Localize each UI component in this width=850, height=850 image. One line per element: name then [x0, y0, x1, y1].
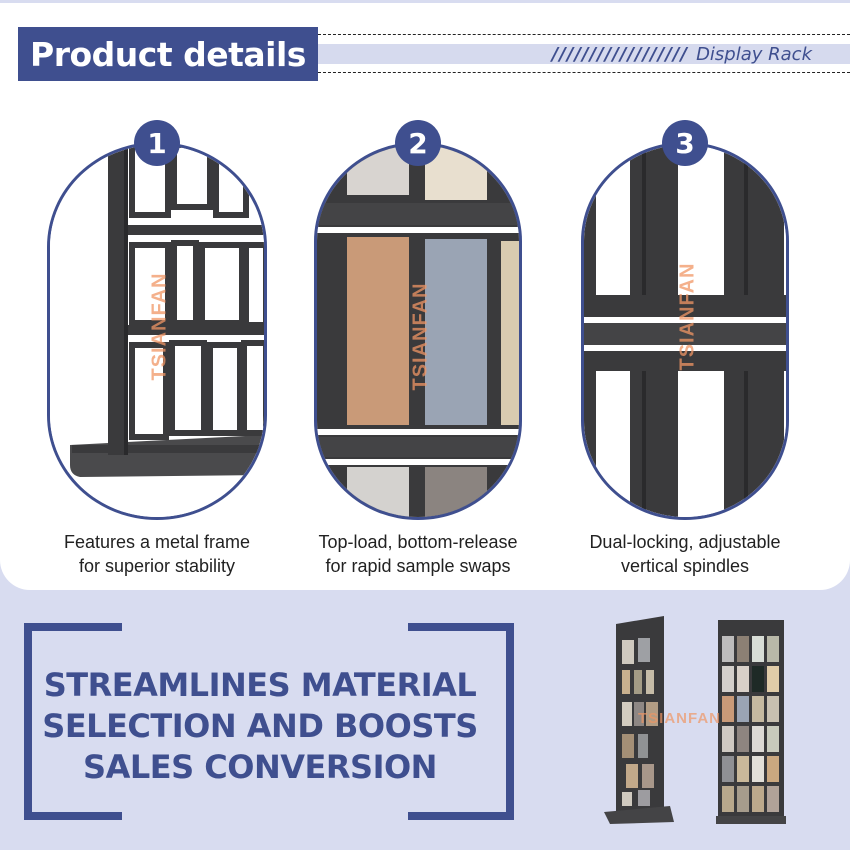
brand-watermark: TSIANFAN [148, 272, 171, 381]
slogan: STREAMLINES MATERIAL SELECTION AND BOOST… [42, 666, 478, 786]
feature-number-badge: 2 [395, 120, 441, 166]
brand-watermark: TSIANFAN [638, 710, 721, 727]
feature-caption: Features a metal frame for superior stab… [63, 532, 251, 576]
subtitle-text: Display Rack [696, 43, 812, 65]
slash-decoration: ////////////////// [551, 43, 689, 65]
brand-watermark: TSIANFAN [676, 262, 699, 371]
brand-watermark: TSIANFAN [409, 282, 432, 391]
dashed-divider-top [318, 34, 850, 35]
feature-image-frame: TSIANFAN [47, 142, 267, 520]
bracket-left [24, 623, 122, 820]
spindles-image [584, 145, 786, 517]
display-rack-image [604, 616, 786, 824]
feature-caption: Top-load, bottom-release for rapid sampl… [318, 532, 518, 576]
feature-caption: Dual-locking, adjustable vertical spindl… [589, 532, 781, 576]
feature-number-badge: 3 [662, 120, 708, 166]
metal-frame-image [50, 145, 264, 517]
product-image: TSIANFAN [600, 612, 790, 827]
feature-image-frame: TSIANFAN [314, 142, 522, 520]
feature-image-frame: TSIANFAN [581, 142, 789, 520]
feature-number-badge: 1 [134, 120, 180, 166]
page-title-text: Product details [30, 34, 306, 74]
bracket-right [408, 623, 514, 820]
dashed-divider-bottom [318, 72, 850, 73]
page-title: Product details [18, 27, 318, 81]
sample-swap-image [317, 145, 519, 517]
subtitle-band: ////////////////// Display Rack [318, 43, 850, 65]
